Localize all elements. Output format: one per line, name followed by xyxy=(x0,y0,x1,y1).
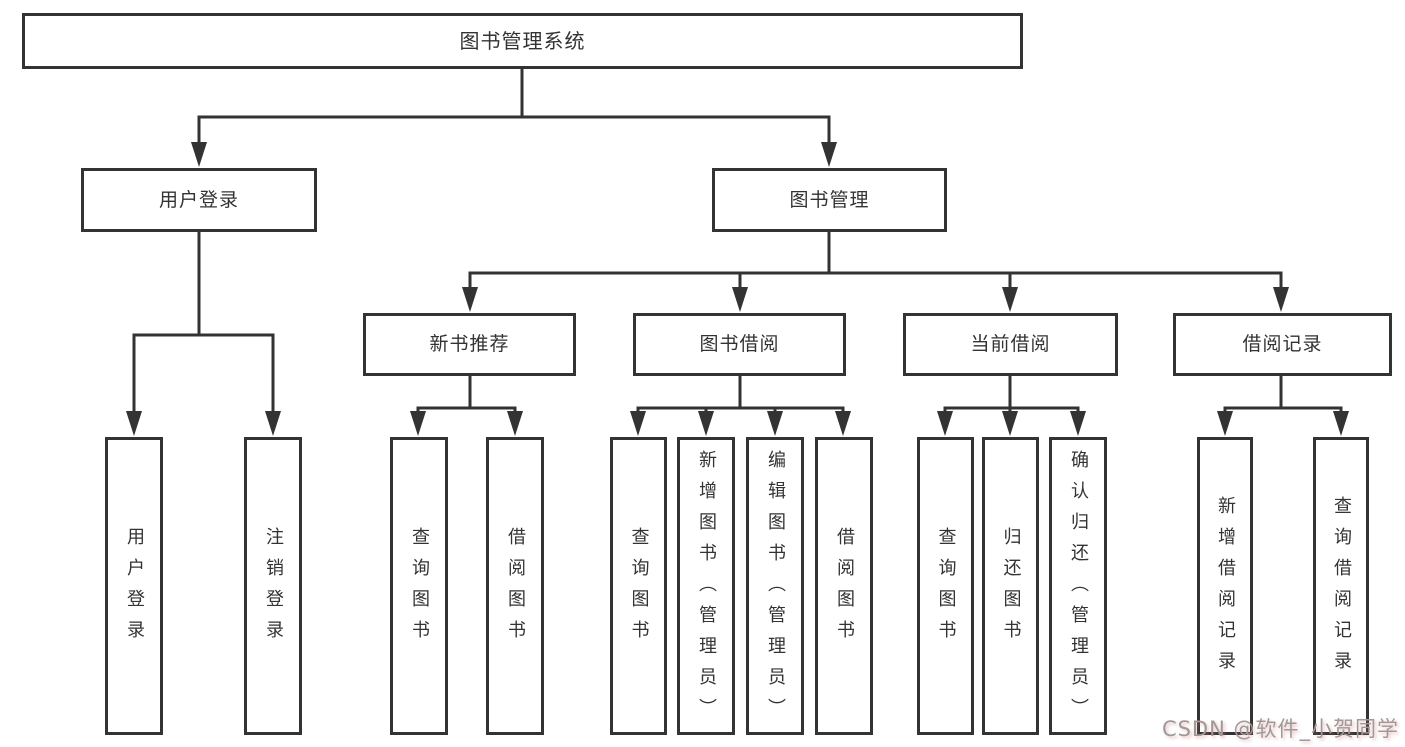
node-current-borrow: 当前借阅 xyxy=(903,313,1118,376)
leaf-return-books: 归还图书 xyxy=(982,437,1039,735)
node-new-book-recommend: 新书推荐 xyxy=(363,313,576,376)
node-borrow-records: 借阅记录 xyxy=(1173,313,1392,376)
leaf-query-books-borrow: 查询图书 xyxy=(610,437,667,735)
node-user-login: 用户登录 xyxy=(81,168,317,232)
leaf-query-borrow-record: 查询借阅记录 xyxy=(1313,437,1369,735)
leaf-add-books-admin: 新增图书（管理员） xyxy=(677,437,735,735)
node-book-management: 图书管理 xyxy=(712,168,947,232)
csdn-watermark: CSDN @软件_小贺同学 xyxy=(1161,717,1399,741)
leaf-confirm-return-admin: 确认归还（管理员） xyxy=(1049,437,1107,735)
node-library-management-system: 图书管理系统 xyxy=(22,13,1023,69)
leaf-user-login: 用户登录 xyxy=(105,437,163,735)
node-book-borrow: 图书借阅 xyxy=(633,313,846,376)
leaf-borrow-books-recommend: 借阅图书 xyxy=(486,437,544,735)
leaf-logout: 注销登录 xyxy=(244,437,302,735)
arrowheads xyxy=(126,142,1349,436)
leaf-borrow-books: 借阅图书 xyxy=(815,437,873,735)
leaf-query-books-current: 查询图书 xyxy=(917,437,974,735)
leaf-add-borrow-record: 新增借阅记录 xyxy=(1197,437,1253,735)
leaf-query-books-recommend: 查询图书 xyxy=(390,437,448,735)
leaf-edit-books-admin: 编辑图书（管理员） xyxy=(746,437,804,735)
